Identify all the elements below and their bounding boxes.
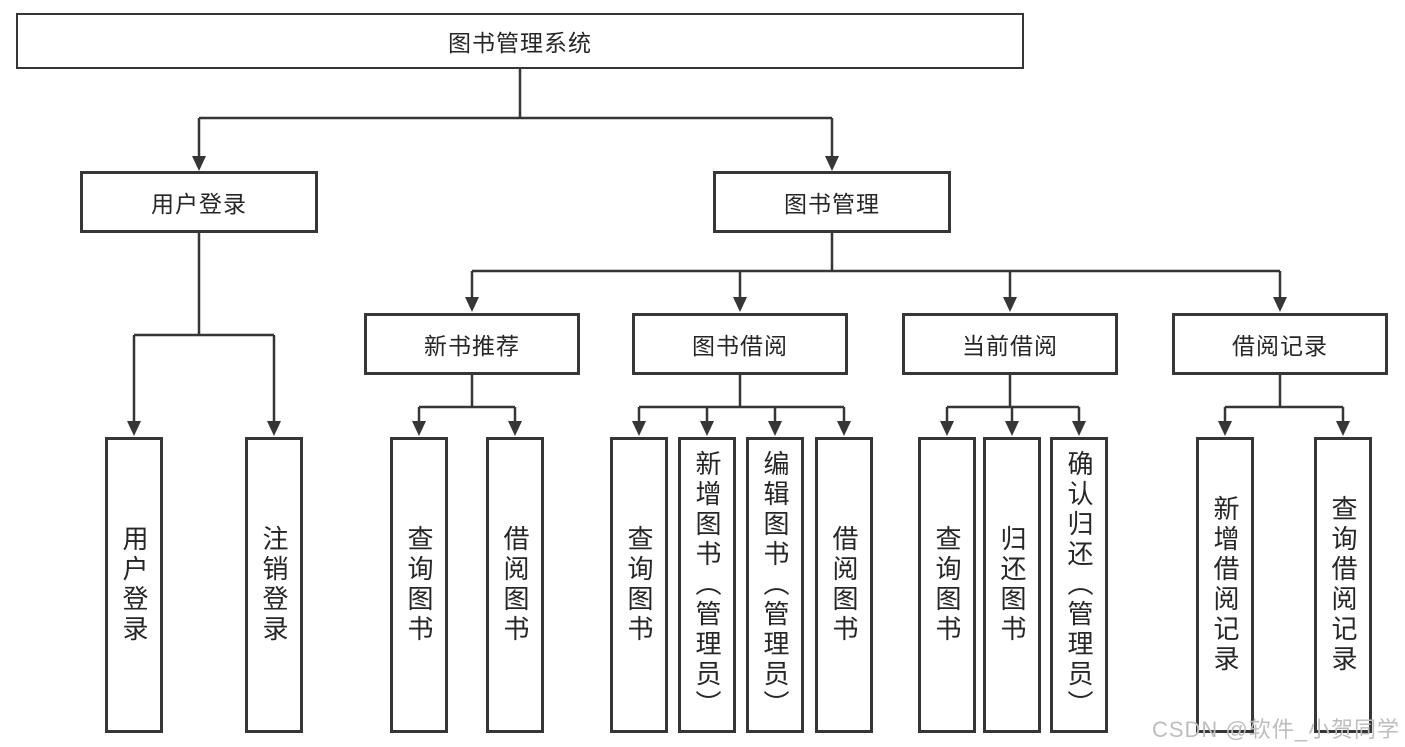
arrowhead	[412, 421, 426, 436]
arrowhead	[768, 421, 782, 436]
arrowhead	[192, 156, 206, 171]
leaf-add-books-admin: 新增图书（管理员）	[678, 437, 736, 733]
node-label: 编辑图书（管理员）	[760, 450, 790, 720]
node-label: 归还图书	[997, 525, 1027, 645]
arrowhead	[1273, 297, 1287, 312]
connector-borrow-records-split	[1218, 375, 1350, 436]
leaf-confirm-return-admin: 确认归还（管理员）	[1050, 437, 1108, 733]
arrowhead	[825, 156, 839, 171]
node-label: 借阅图书	[500, 525, 530, 645]
node-label: 查询图书	[932, 525, 962, 645]
node-label: 当前借阅	[962, 333, 1058, 359]
leaf-borrow-books: 借阅图书	[815, 437, 873, 733]
node-book-management: 图书管理	[713, 171, 951, 233]
node-label: 图书借阅	[692, 333, 788, 359]
arrowhead	[1072, 421, 1086, 436]
node-label: 查询借阅记录	[1328, 495, 1358, 675]
node-borrowing-records: 借阅记录	[1172, 313, 1388, 375]
node-label: 新书推荐	[424, 333, 520, 359]
leaf-logout: 注销登录	[245, 437, 303, 733]
arrowhead	[1003, 297, 1017, 312]
leaf-user-login: 用户登录	[105, 437, 163, 733]
node-label: 注销登录	[259, 525, 289, 645]
node-user-login: 用户登录	[80, 171, 318, 233]
connector-new-book-split	[412, 375, 522, 436]
connector-root-to-level2	[192, 69, 839, 171]
arrowhead	[1336, 421, 1350, 436]
node-current-borrowing: 当前借阅	[902, 313, 1118, 375]
node-label: 用户登录	[119, 525, 149, 645]
arrowhead	[700, 421, 714, 436]
node-book-borrowing: 图书借阅	[632, 313, 848, 375]
leaf-add-borrow-record: 新增借阅记录	[1196, 437, 1254, 733]
arrowhead	[465, 297, 479, 312]
arrowhead	[508, 421, 522, 436]
node-new-book-recommendation: 新书推荐	[364, 313, 580, 375]
node-label: 图书管理	[784, 191, 880, 217]
node-label: 图书管理系统	[448, 30, 592, 56]
arrowhead	[733, 297, 747, 312]
node-label: 新增图书（管理员）	[692, 450, 722, 720]
arrowhead	[940, 421, 954, 436]
node-label: 新增借阅记录	[1210, 495, 1240, 675]
csdn-watermark: CSDN @软件_小贺同学	[1151, 717, 1400, 742]
node-label: 借阅图书	[829, 525, 859, 645]
arrowhead	[632, 421, 646, 436]
arrowhead	[127, 421, 141, 436]
leaf-edit-books-admin: 编辑图书（管理员）	[746, 437, 804, 733]
leaf-query-books-current: 查询图书	[918, 437, 976, 733]
connector-book-management-split	[465, 233, 1287, 312]
leaf-borrow-books-recommend: 借阅图书	[486, 437, 544, 733]
node-label: 借阅记录	[1232, 333, 1328, 359]
node-label: 用户登录	[151, 191, 247, 217]
leaf-return-books: 归还图书	[983, 437, 1041, 733]
node-library-management-system: 图书管理系统	[16, 13, 1024, 69]
arrowhead	[267, 421, 281, 436]
connector-user-login-split	[127, 233, 281, 436]
arrowhead	[837, 421, 851, 436]
arrowhead	[1005, 421, 1019, 436]
connector-book-borrow-split	[632, 375, 851, 436]
leaf-query-books-borrow: 查询图书	[610, 437, 668, 733]
leaf-query-borrow-record: 查询借阅记录	[1314, 437, 1372, 733]
node-label: 确认归还（管理员）	[1064, 450, 1094, 720]
node-label: 查询图书	[624, 525, 654, 645]
arrowhead	[1218, 421, 1232, 436]
leaf-query-books-recommend: 查询图书	[390, 437, 448, 733]
node-label: 查询图书	[404, 525, 434, 645]
connector-current-borrow-split	[940, 375, 1086, 436]
